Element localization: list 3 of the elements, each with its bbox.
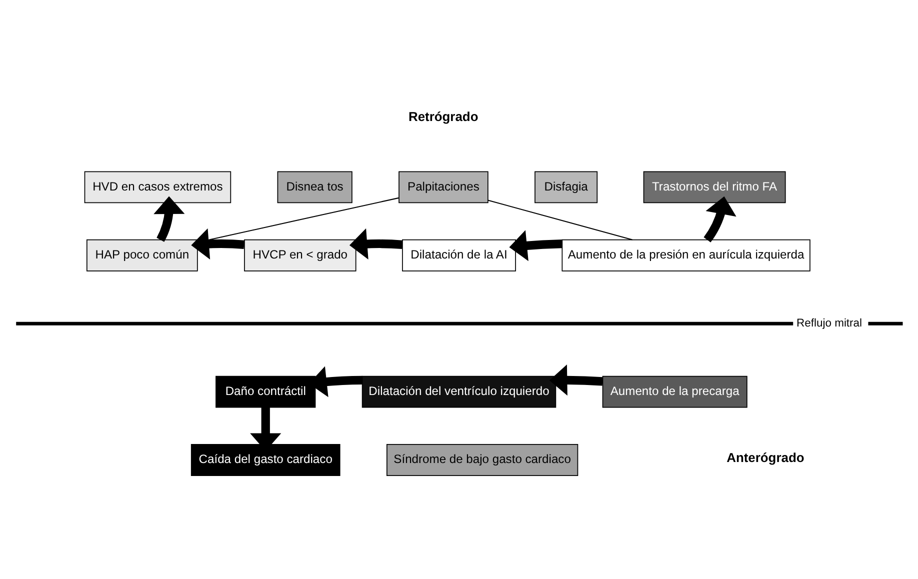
label: Retrógrado xyxy=(408,109,478,124)
label: Anterógrado xyxy=(726,450,804,466)
label: Reflujo mitral xyxy=(796,318,862,330)
